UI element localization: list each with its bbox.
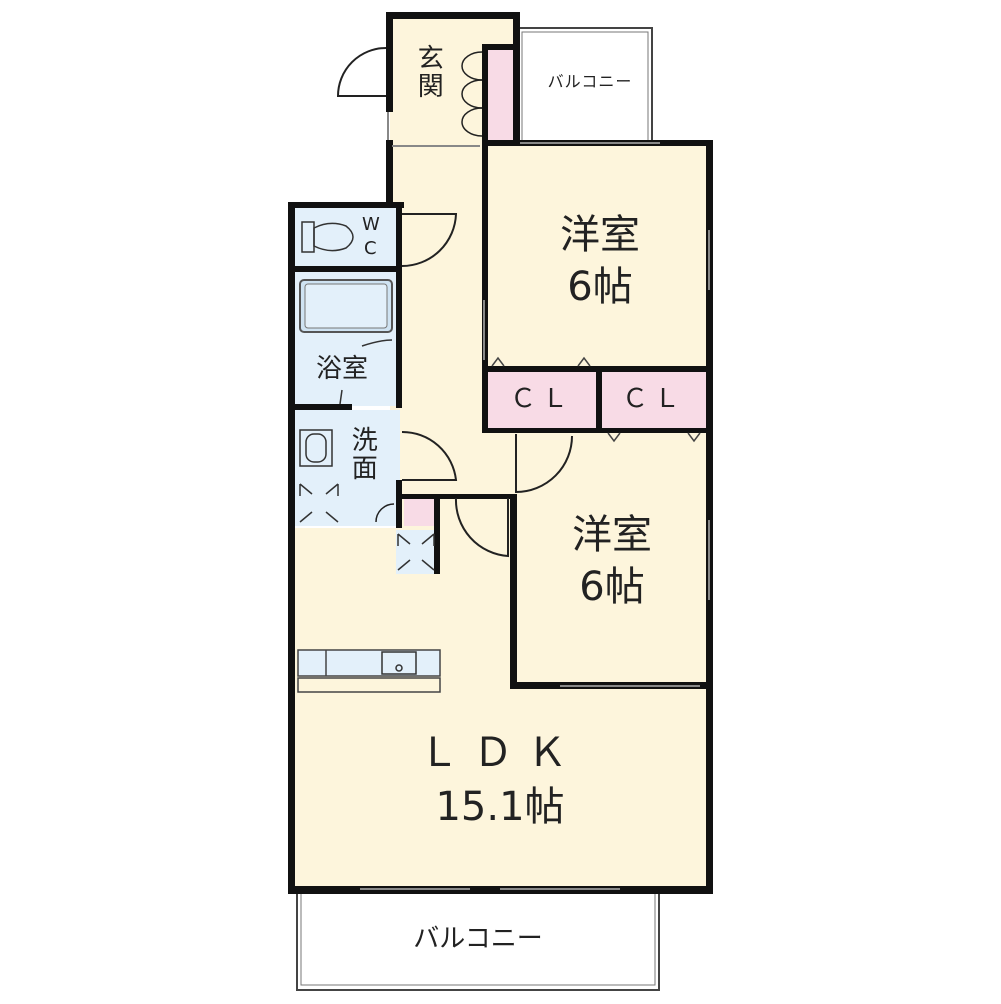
entrance-door (336, 47, 387, 97)
ldk-door (454, 497, 509, 558)
kitchen-counter (297, 649, 441, 693)
balcony-bottom (296, 889, 660, 991)
washbasin-icon (299, 429, 333, 467)
windows (360, 112, 710, 890)
bathtub-icon (299, 279, 393, 333)
bedroom1-size: 6帖 (567, 264, 633, 310)
bath-door (339, 339, 393, 405)
shoe-closet-doors (461, 51, 483, 137)
ldk-size: 15.1帖 (435, 784, 565, 830)
toilet-icon (301, 221, 354, 253)
wc-door (401, 213, 458, 267)
closet1-floor (486, 372, 598, 430)
bedroom2-door (515, 434, 573, 494)
genkan-label: 玄関 (413, 44, 444, 100)
bath-label: 浴室 (316, 354, 369, 384)
closet2-label: ＣＬ (621, 384, 686, 414)
small-closet (404, 498, 438, 526)
bedroom2-label: 洋室 (572, 512, 652, 558)
washroom-door (401, 430, 458, 481)
washroom-inner-door (375, 503, 395, 523)
balcony-top (517, 27, 653, 145)
ldk-floor (292, 528, 708, 888)
closet1-label: ＣＬ (509, 384, 574, 414)
ldk-label: ＬＤＫ (419, 730, 581, 776)
bedroom1-floor (486, 144, 708, 370)
shoe-closet (486, 48, 516, 140)
closet-door-markers (491, 356, 701, 443)
bedroom1-label: 洋室 (560, 212, 640, 258)
fridge-icon (397, 533, 435, 571)
closet2-floor (602, 372, 706, 430)
bedroom2-size: 6帖 (579, 564, 645, 610)
wc-label-w: W (362, 214, 380, 235)
washing-machine-icon (299, 483, 339, 523)
wc-floor (292, 206, 400, 268)
washroom-floor (292, 410, 400, 526)
balcony-bottom-label: バルコニー (413, 924, 543, 954)
wc-label-c: C (364, 238, 377, 259)
washroom-label: 洗面 (347, 426, 378, 482)
balcony-top-label: バルコニー (547, 72, 633, 91)
